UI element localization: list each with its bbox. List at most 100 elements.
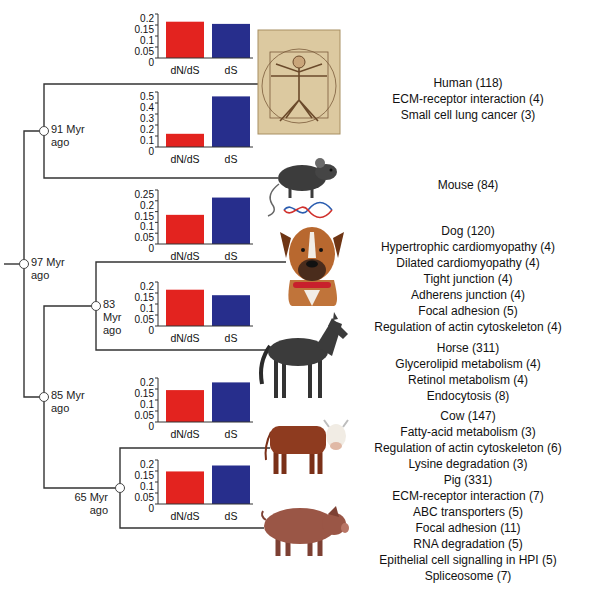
bar-label: dS <box>225 64 238 76</box>
dnds-bar <box>166 215 204 244</box>
axis-tick-label: 0.1 <box>140 399 154 410</box>
axis-tick-label: 0.05 <box>135 492 154 503</box>
species-annotation: Fatty-acid metabolism (3) <box>400 425 535 439</box>
human-picture <box>258 30 340 134</box>
chart-axis <box>158 460 253 504</box>
axis-tick-label: 0.05 <box>135 232 154 243</box>
axis-tick-label: 0 <box>148 146 154 157</box>
parchment <box>258 30 340 134</box>
dog-muzzle <box>298 259 326 281</box>
mouse-eye <box>330 169 333 172</box>
divergence-time: 85 Myr ago <box>51 389 95 415</box>
ds-bar <box>212 96 250 147</box>
bar-label: dS <box>225 153 238 165</box>
pig-ear <box>328 506 339 517</box>
bar-chart <box>155 14 253 58</box>
dog-eye <box>319 248 323 252</box>
species-annotation: Endocytosis (8) <box>427 389 510 403</box>
species-annotation: Mouse (84) <box>438 178 499 192</box>
ds-bar <box>212 198 250 244</box>
chart-axis <box>158 282 253 326</box>
axis-tick-label: 0 <box>148 325 154 336</box>
dna-strand <box>284 207 332 217</box>
species-annotation: Horse (311) <box>437 341 499 355</box>
axis-ticks <box>155 460 158 504</box>
axis-tick-label: 0 <box>148 243 154 254</box>
axis-tick-label: 0.2 <box>140 377 154 388</box>
root-branch <box>4 263 19 264</box>
axis-tick-label: 0.1 <box>140 35 154 46</box>
ds-bar <box>212 295 250 326</box>
figure-head <box>293 56 305 68</box>
divergence-node: 91 Myr ago <box>39 126 49 136</box>
bar-label: dN/dS <box>170 510 199 522</box>
species-annotation: Cow (147) <box>440 409 495 423</box>
axis-tick-label: 0.15 <box>135 292 154 303</box>
tree-branch <box>44 306 91 392</box>
species-annotation: RNA degradation (5) <box>413 537 522 551</box>
bar-chart <box>155 282 253 326</box>
mouse-tail <box>268 184 279 216</box>
axis-tick-label: 0.1 <box>140 481 154 492</box>
ds-bar <box>212 24 250 58</box>
species-annotation: Dog (120) <box>441 224 494 238</box>
species-annotation: ECM-receptor interaction (4) <box>392 92 543 106</box>
axis-tick-label: 0.2 <box>140 200 154 211</box>
bar-chart <box>155 378 253 422</box>
dog-nose <box>306 261 318 268</box>
axis-ticks <box>155 378 158 422</box>
cow-body <box>270 426 326 454</box>
horse-picture <box>261 312 348 398</box>
cow-nose <box>330 442 342 450</box>
species-annotation: Small cell lung cancer (3) <box>401 108 536 122</box>
species-annotation: Focal adhesion (11) <box>415 521 520 535</box>
circle-outline <box>262 49 336 123</box>
axis-tick-label: 0 <box>148 421 154 432</box>
axis-ticks <box>155 92 158 147</box>
axis-ticks <box>155 14 158 58</box>
divergence-time: 83 Myr ago <box>103 298 125 337</box>
species-annotation: Lysine degradation (3) <box>409 457 528 471</box>
species-annotation: Regulation of actin cytoskeleton (4) <box>374 320 561 334</box>
dnds-bar <box>166 134 204 147</box>
divergence-node: 65 Myr ago <box>115 483 125 493</box>
species-annotation: Spliceosome (7) <box>425 569 512 583</box>
species-annotation: Epithelial cell signalling in HPI (5) <box>379 553 556 567</box>
divergence-time: 91 Myr ago <box>51 123 95 149</box>
species-annotation: ECM-receptor interaction (7) <box>392 489 543 503</box>
bar-label: dN/dS <box>170 332 199 344</box>
chart-axis <box>158 14 253 58</box>
species-annotation: Glycerolipid metabolism (4) <box>395 357 540 371</box>
bar-label: dS <box>225 250 238 262</box>
dog-collar <box>293 282 331 288</box>
divergence-node: 97 Myr ago <box>19 259 29 269</box>
axis-tick-label: 0.2 <box>140 459 154 470</box>
axis-tick-label: 0.2 <box>140 13 154 24</box>
divergence-time: 65 Myr ago <box>56 491 108 517</box>
axis-tick-label: 0.15 <box>135 211 154 222</box>
axis-tick-label: 0.25 <box>135 189 154 200</box>
axis-tick-label: 0.5 <box>140 91 154 102</box>
dnds-bar <box>166 22 204 58</box>
divergence-node: 85 Myr ago <box>39 392 49 402</box>
species-annotation: Regulation of actin cytoskeleton (6) <box>374 441 561 455</box>
bar-label: dN/dS <box>170 428 199 440</box>
chart-axis <box>158 92 253 147</box>
bar-chart <box>155 190 253 244</box>
axis-tick-label: 0.1 <box>140 221 154 232</box>
species-annotation: Hypertrophic cardiomyopathy (4) <box>381 240 555 254</box>
cow-picture <box>266 420 348 474</box>
bar-chart <box>155 460 253 504</box>
tree-branch <box>44 402 115 488</box>
dna-strand <box>284 203 332 213</box>
dog-eye <box>301 248 305 252</box>
mouse-ear <box>315 158 325 168</box>
axis-tick-label: 0.2 <box>140 124 154 135</box>
species-annotation: Tight junction (4) <box>424 272 513 286</box>
axis-tick-label: 0.1 <box>140 303 154 314</box>
tree-branch <box>24 269 39 397</box>
dog-head <box>289 227 335 281</box>
bar-label: dN/dS <box>170 64 199 76</box>
species-annotation: Focal adhesion (5) <box>418 304 517 318</box>
species-annotation: Pig (331) <box>444 473 493 487</box>
